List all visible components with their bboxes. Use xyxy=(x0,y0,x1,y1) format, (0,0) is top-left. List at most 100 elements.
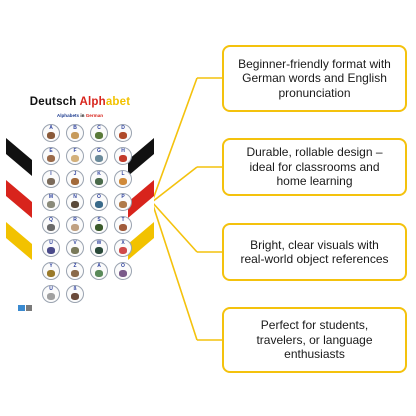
letter-cell: U xyxy=(42,239,60,257)
object-picture xyxy=(95,247,103,254)
object-picture xyxy=(71,201,79,208)
letter-label: Z xyxy=(73,263,77,269)
feature-box-durable: Durable, rollable design – ideal for cla… xyxy=(222,138,407,196)
letter-label: K xyxy=(97,171,101,177)
connector-line-4-diag xyxy=(151,201,198,341)
letter-cell: T xyxy=(114,216,132,234)
letter-cell: R xyxy=(66,216,84,234)
letter-label: N xyxy=(73,194,77,200)
letter-cell: X xyxy=(114,239,132,257)
object-picture xyxy=(47,178,55,185)
letter-label: V xyxy=(73,240,77,246)
object-picture xyxy=(71,155,79,162)
object-picture xyxy=(95,132,103,139)
letter-cell: I xyxy=(42,170,60,188)
letter-label: C xyxy=(97,125,101,131)
letter-label: O xyxy=(97,194,101,200)
letter-label: L xyxy=(121,171,125,177)
object-picture xyxy=(71,178,79,185)
left-red-stripe xyxy=(6,180,32,218)
letter-cell: O xyxy=(90,193,108,211)
object-picture xyxy=(47,247,55,254)
feature-text: Bright, clear visuals with real-world ob… xyxy=(240,237,389,267)
letter-label: H xyxy=(121,148,125,154)
letter-cell: M xyxy=(42,193,60,211)
object-picture xyxy=(95,155,103,162)
letter-label: D xyxy=(121,125,125,131)
connector-line-2-diag xyxy=(151,166,198,203)
object-picture xyxy=(95,224,103,231)
letter-label: T xyxy=(121,217,125,223)
object-picture xyxy=(47,155,55,162)
letter-cell: Ä xyxy=(90,262,108,280)
object-picture xyxy=(47,132,55,139)
feature-text: Durable, rollable design – ideal for cla… xyxy=(246,145,383,189)
letter-cell: K xyxy=(90,170,108,188)
letter-label: A xyxy=(49,125,53,131)
letter-label: I xyxy=(50,171,52,177)
letter-cell: P xyxy=(114,193,132,211)
letter-cell: Z xyxy=(66,262,84,280)
object-picture xyxy=(71,132,79,139)
letter-cell: B xyxy=(66,124,84,142)
letter-label: Y xyxy=(49,263,53,269)
object-picture xyxy=(47,293,55,300)
letter-cell: W xyxy=(90,239,108,257)
object-picture xyxy=(119,224,127,231)
letter-label: J xyxy=(73,171,77,177)
letter-label: Ö xyxy=(121,263,125,269)
object-picture xyxy=(71,293,79,300)
letter-cell: G xyxy=(90,147,108,165)
letter-cell: L xyxy=(114,170,132,188)
right-red-stripe xyxy=(128,180,154,218)
object-picture xyxy=(119,201,127,208)
letter-cell: E xyxy=(42,147,60,165)
object-picture xyxy=(47,270,55,277)
letter-label: B xyxy=(73,125,77,131)
connector-line-1-diag xyxy=(151,77,198,203)
object-picture xyxy=(71,224,79,231)
letter-cell: C xyxy=(90,124,108,142)
letter-cell: N xyxy=(66,193,84,211)
feature-text: Perfect for students, travelers, or lang… xyxy=(256,318,373,362)
brand-logos xyxy=(18,305,32,311)
right-black-stripe xyxy=(128,138,154,176)
object-picture xyxy=(119,132,127,139)
flag-stripes xyxy=(6,138,154,260)
object-picture xyxy=(95,201,103,208)
letter-label: Ä xyxy=(97,263,101,269)
left-black-stripe xyxy=(6,138,32,176)
letter-cell: ß xyxy=(66,285,84,303)
object-picture xyxy=(47,224,55,231)
letter-label: G xyxy=(97,148,101,154)
letter-cell: Y xyxy=(42,262,60,280)
object-picture xyxy=(71,247,79,254)
connector-line-3-diag xyxy=(151,201,198,253)
letter-cell: F xyxy=(66,147,84,165)
object-picture xyxy=(119,270,127,277)
letter-cell: V xyxy=(66,239,84,257)
letter-label: U xyxy=(49,240,53,246)
letter-label: Q xyxy=(49,217,53,223)
poster-title: Deutsch Alphabet xyxy=(29,96,131,108)
object-picture xyxy=(95,270,103,277)
object-picture xyxy=(71,270,79,277)
letter-label: P xyxy=(121,194,125,200)
feature-box-audience: Perfect for students, travelers, or lang… xyxy=(222,307,407,373)
feature-text: Beginner-friendly format with German wor… xyxy=(238,56,391,100)
letter-cell: A xyxy=(42,124,60,142)
right-yellow-stripe xyxy=(128,222,154,260)
letter-label: E xyxy=(49,148,53,154)
object-picture xyxy=(119,247,127,254)
object-picture xyxy=(119,155,127,162)
letter-cell: Ü xyxy=(42,285,60,303)
letter-cell: Q xyxy=(42,216,60,234)
feature-box-beginner: Beginner-friendly format with German wor… xyxy=(222,45,407,112)
feature-box-visuals: Bright, clear visuals with real-world ob… xyxy=(222,223,407,281)
letter-cell: Ö xyxy=(114,262,132,280)
letter-label: ß xyxy=(73,286,77,292)
letter-cell: H xyxy=(114,147,132,165)
